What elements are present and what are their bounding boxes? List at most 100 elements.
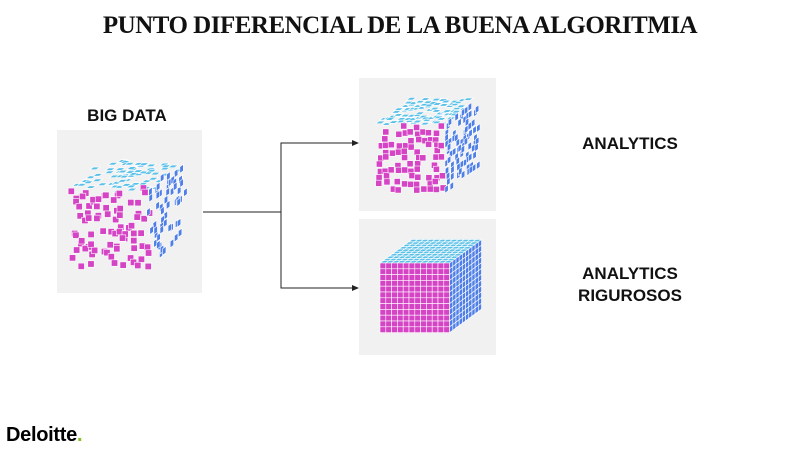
voxel-cell	[443, 291, 450, 299]
voxel-cell	[414, 303, 421, 310]
voxel-cell	[420, 303, 427, 310]
voxel-cell	[425, 174, 433, 182]
brand-dot: .	[76, 424, 83, 446]
voxel-cell	[426, 320, 433, 328]
voxel-cell	[130, 229, 138, 237]
voxel-cell	[426, 285, 433, 293]
voxel-cell	[402, 285, 410, 293]
voxel-cell	[385, 303, 392, 310]
voxel-cell	[443, 297, 450, 304]
voxel-cell	[379, 314, 387, 322]
voxel-cell	[375, 160, 383, 168]
voxel-cell	[443, 303, 450, 310]
voxel-cell	[431, 326, 439, 333]
voxel-cell	[414, 326, 421, 333]
voxel-cell	[379, 303, 387, 310]
big-data-panel	[57, 130, 202, 293]
voxel-cell	[397, 314, 404, 322]
voxel-cell	[385, 280, 392, 287]
rigorous-analytics-line-2: RIGUROSOS	[578, 286, 682, 305]
voxel-cell	[414, 100, 426, 104]
voxel-cell	[429, 107, 441, 111]
voxel-cell	[173, 181, 178, 192]
voxel-cell	[462, 97, 475, 101]
voxel-cell	[379, 274, 387, 281]
voxel-cell	[437, 309, 445, 316]
voxel-cell	[174, 232, 179, 243]
voxel-cell	[439, 172, 446, 180]
voxel-cell	[399, 113, 412, 118]
voxel-cell	[426, 274, 433, 281]
voxel-cell	[392, 107, 405, 111]
voxel-cell	[128, 222, 136, 230]
voxel-cell	[391, 274, 398, 281]
voxel-cell	[385, 274, 392, 281]
voxel-cell	[379, 326, 387, 333]
voxel-cell	[125, 184, 138, 188]
voxel-cell	[432, 186, 440, 193]
voxel-cell	[99, 227, 107, 235]
voxel-cell	[384, 117, 396, 121]
voxel-cell	[413, 124, 421, 131]
voxel-cell	[437, 98, 449, 102]
voxel-cell	[382, 128, 390, 136]
voxel-cell	[119, 261, 127, 269]
voxel-cell	[395, 166, 402, 174]
voxel-cell	[420, 297, 427, 304]
voxel-cell	[392, 113, 405, 117]
voxel-cell	[414, 291, 421, 299]
voxel-cell	[408, 314, 416, 322]
voxel-cell	[400, 122, 408, 130]
voxel-cell	[411, 119, 424, 124]
voxel-cell	[437, 268, 445, 275]
voxel-cell	[397, 274, 404, 281]
voxel-cell	[414, 280, 421, 287]
voxel-cell	[110, 196, 118, 204]
voxel-cell	[437, 320, 445, 328]
voxel-cell	[149, 225, 154, 236]
voxel-cell	[133, 213, 141, 221]
voxel-cell	[420, 314, 427, 322]
voxel-cell	[146, 206, 151, 218]
voxel-cell	[166, 171, 171, 182]
voxel-cell	[137, 229, 145, 237]
voxel-cell	[431, 309, 439, 316]
voxel-cell	[431, 291, 439, 299]
voxel-cell	[443, 326, 450, 333]
voxel-cell	[464, 124, 469, 135]
voxel-cell	[455, 137, 460, 148]
voxel-cell	[414, 297, 421, 304]
voxel-cell	[395, 130, 403, 138]
voxel-cell	[130, 244, 138, 252]
voxel-cell	[397, 297, 404, 304]
voxel-cell	[391, 297, 398, 304]
voxel-cell	[93, 214, 101, 222]
voxel-cell	[450, 171, 455, 182]
voxel-cell	[385, 297, 392, 304]
voxel-cell	[431, 285, 439, 293]
voxel-cell	[478, 302, 482, 313]
voxel-cell	[408, 309, 416, 316]
voxel-cell	[406, 128, 414, 136]
voxel-cell	[114, 167, 127, 171]
voxel-cell	[420, 291, 427, 299]
voxel-cell	[438, 103, 450, 107]
voxel-cell	[379, 309, 387, 316]
voxel-cell	[431, 303, 439, 310]
voxel-cell	[394, 186, 402, 194]
voxel-cell	[426, 326, 433, 333]
voxel-cell	[437, 280, 445, 287]
voxel-cell	[402, 262, 410, 270]
voxel-cell	[385, 291, 392, 299]
voxel-cell	[169, 238, 174, 249]
voxel-cell	[138, 162, 150, 166]
voxel-cell	[443, 285, 450, 293]
voxel-cell	[461, 169, 466, 180]
voxel-cell	[176, 197, 181, 208]
voxel-cell	[390, 110, 403, 114]
voxel-cell	[397, 280, 404, 287]
voxel-cell	[126, 187, 138, 192]
voxel-cell	[67, 187, 75, 195]
voxel-cell	[379, 268, 387, 275]
